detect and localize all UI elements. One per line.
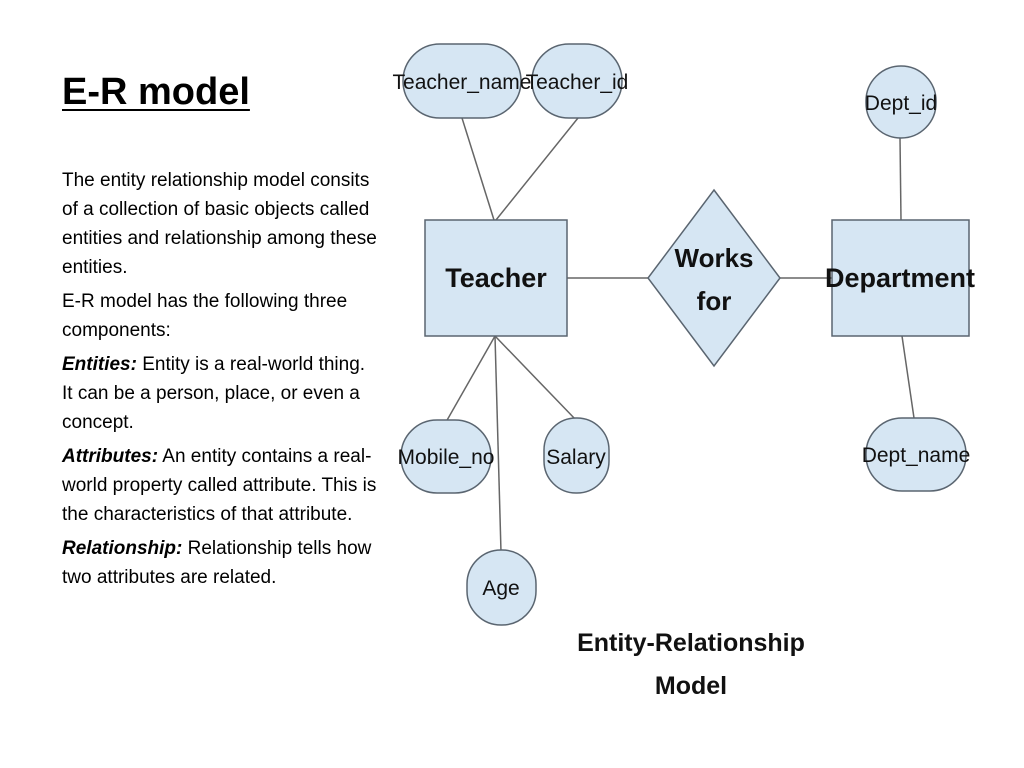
diagram-caption-line1: Entity-Relationship — [577, 629, 805, 657]
paragraph-definition: The entity relationship model consits of… — [62, 170, 377, 278]
label-age: Age — [482, 577, 519, 600]
line-dept-id — [899, 137, 902, 221]
label-teacher-id: Teacher_id — [526, 71, 629, 94]
line-age — [494, 335, 502, 553]
line-teacher-name — [461, 117, 495, 221]
paragraph-components-intro: E-R model has the following three compon… — [62, 291, 348, 341]
line-dept-name — [901, 335, 915, 419]
label-dept-name: Dept_name — [862, 444, 971, 467]
attribute-mobile-no — [400, 419, 492, 494]
attribute-salary — [543, 417, 610, 494]
term-attributes: Attributes: — [62, 446, 159, 467]
entity-department — [831, 219, 970, 337]
label-relationship-line2: for — [697, 286, 732, 316]
entity-teacher — [424, 219, 568, 337]
paragraph-attributes: Attributes: An entity contains a real-wo… — [62, 442, 378, 529]
term-relationship: Relationship: — [62, 538, 183, 559]
line-mobile-no — [445, 335, 496, 423]
paragraph-entities: Entities: Entity is a real-world thing. … — [62, 350, 378, 437]
text-entities: Entity is a real-world thing. It can be … — [62, 354, 366, 433]
slide-body: The entity relationship model consits of… — [62, 166, 378, 597]
label-teacher: Teacher — [445, 263, 547, 293]
attribute-age — [466, 549, 537, 626]
slide-title: E-R model — [62, 71, 250, 113]
attribute-dept-id — [865, 65, 937, 139]
relationship-works-for — [647, 188, 781, 368]
diagram-caption-line2: Model — [655, 672, 727, 700]
label-relationship-line1: Works — [675, 243, 754, 273]
label-department: Department — [825, 263, 975, 293]
connector-lines — [445, 117, 915, 553]
attribute-teacher-id — [531, 43, 623, 119]
label-dept-id: Dept_id — [865, 92, 937, 115]
text-attributes: An entity contains a real-world property… — [62, 446, 377, 525]
line-teacher-id — [495, 117, 579, 221]
label-mobile-no: Mobile_no — [398, 446, 495, 469]
label-salary: Salary — [546, 446, 606, 469]
paragraph-relationship: Relationship: Relationship tells how two… — [62, 534, 378, 592]
term-entities: Entities: — [62, 354, 137, 375]
line-salary — [494, 335, 577, 421]
label-teacher-name: Teacher_name — [393, 71, 532, 94]
attribute-teacher-name — [402, 43, 522, 119]
attribute-dept-name — [865, 417, 967, 492]
text-relationship: Relationship tells how two attributes ar… — [62, 538, 372, 588]
